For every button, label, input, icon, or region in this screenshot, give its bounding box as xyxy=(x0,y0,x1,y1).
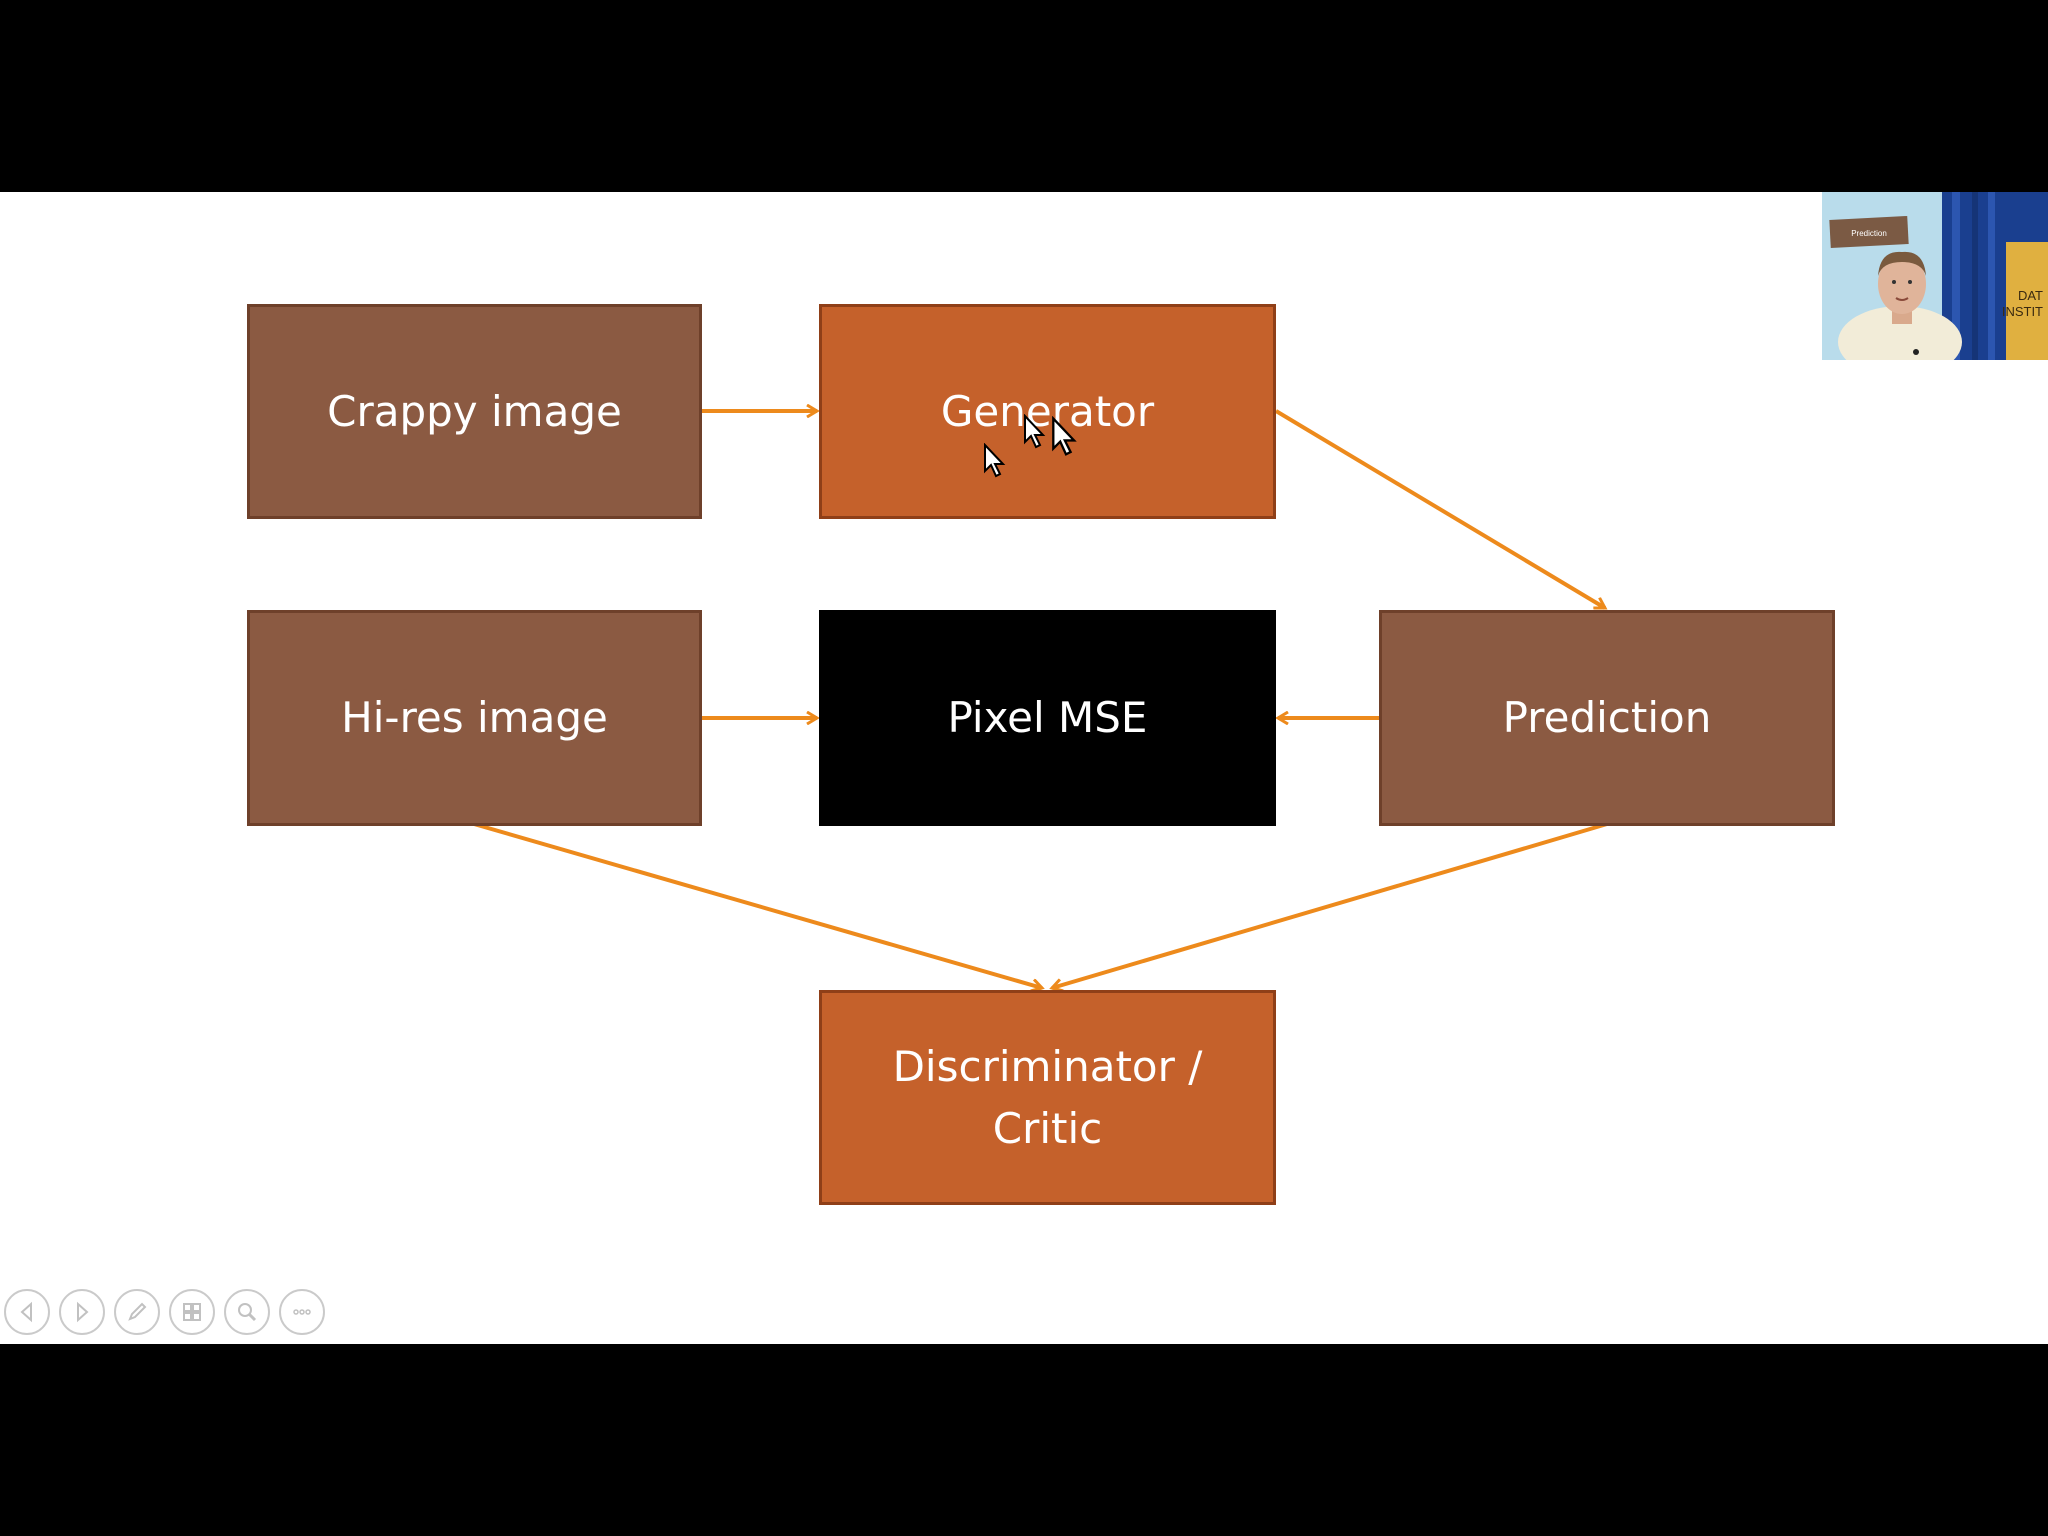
mouse-cursor-icon xyxy=(1052,416,1077,456)
slideshow-controls xyxy=(4,1289,325,1341)
previous-slide-button[interactable] xyxy=(4,1289,50,1335)
previous-slide-icon xyxy=(20,1301,32,1323)
node-label: Hi-res image xyxy=(341,693,608,742)
arrow-prediction-to-discriminator xyxy=(1052,822,1608,988)
mouse-cursor-icon xyxy=(984,443,1006,478)
slides-grid-icon xyxy=(183,1303,201,1321)
sign-text: INSTIT xyxy=(2002,304,2043,319)
next-slide-icon xyxy=(77,1301,89,1323)
zoom-button[interactable] xyxy=(224,1289,270,1335)
more-options-icon xyxy=(293,1309,311,1315)
node-crappy-image: Crappy image xyxy=(247,304,702,519)
node-hi-res-image: Hi-res image xyxy=(247,610,702,826)
sign-text: DAT xyxy=(2018,288,2043,303)
node-generator: Generator xyxy=(819,304,1276,519)
arrow-hires-to-discriminator xyxy=(473,822,1042,988)
node-discriminator-critic: Discriminator / Critic xyxy=(819,990,1276,1205)
pen-tool-button[interactable] xyxy=(114,1289,160,1335)
node-label: Crappy image xyxy=(327,386,622,436)
pen-icon xyxy=(128,1302,147,1321)
more-options-button[interactable] xyxy=(279,1289,325,1335)
webcam-overlay: DAT INSTIT Prediction xyxy=(1822,192,2048,360)
arrow-generator-to-prediction xyxy=(1274,409,1605,610)
slide: Crappy image Generator Hi-res image Pixe… xyxy=(0,192,2048,1344)
diagram-arrows xyxy=(473,192,1608,1344)
webcam-slide-label: Prediction xyxy=(1851,229,1887,238)
node-label: Discriminator / Critic xyxy=(892,1041,1203,1153)
mouse-cursor-icon xyxy=(1024,414,1046,449)
node-label: Pixel MSE xyxy=(947,693,1148,742)
node-label: Prediction xyxy=(1502,693,1712,742)
speaker-video: DAT INSTIT Prediction xyxy=(1822,192,2048,360)
next-slide-button[interactable] xyxy=(59,1289,105,1335)
node-pixel-mse: Pixel MSE xyxy=(819,610,1276,826)
node-prediction: Prediction xyxy=(1379,610,1835,826)
node-label: Generator xyxy=(940,386,1155,436)
zoom-icon xyxy=(238,1303,257,1322)
see-all-slides-button[interactable] xyxy=(169,1289,215,1335)
